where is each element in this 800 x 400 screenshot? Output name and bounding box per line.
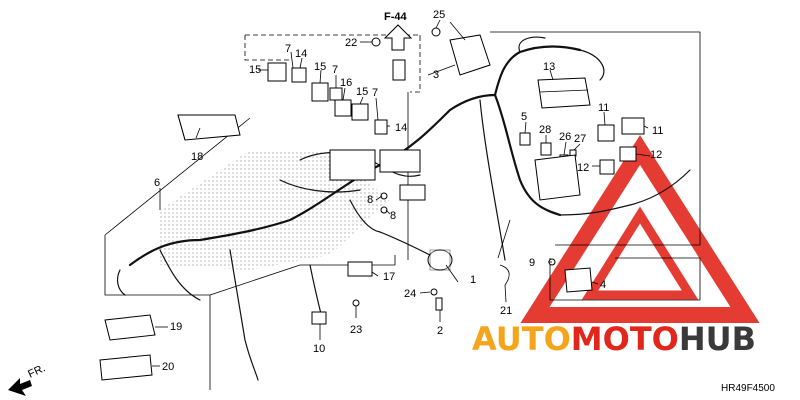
main-harness <box>116 36 691 381</box>
watermark-triangle <box>520 135 760 323</box>
label-part-16: 16 <box>340 77 352 89</box>
label-part-7a: 7 <box>285 43 291 55</box>
label-part-19: 19 <box>170 321 182 333</box>
label-part-8b: 8 <box>390 210 396 222</box>
label-part-6: 6 <box>154 177 160 189</box>
label-part-8a: 8 <box>367 194 373 206</box>
label-part-21: 21 <box>500 305 512 317</box>
label-part-1: 1 <box>470 274 476 286</box>
label-part-2: 2 <box>437 325 443 337</box>
label-part-18: 18 <box>191 151 203 163</box>
label-part-15a: 15 <box>249 64 261 76</box>
label-part-15b: 15 <box>314 61 326 73</box>
label-part-25: 25 <box>433 9 445 21</box>
label-part-10: 10 <box>313 343 325 355</box>
front-direction-arrow <box>8 378 32 396</box>
label-part-26: 26 <box>559 131 571 143</box>
label-part-23: 23 <box>350 324 362 336</box>
label-part-11b: 11 <box>652 125 663 137</box>
leader-lines <box>152 19 651 367</box>
front-direction-label: FR. <box>26 362 47 380</box>
label-part-4: 4 <box>600 279 606 291</box>
label-part-13: 13 <box>543 61 555 73</box>
label-part-11a: 11 <box>598 102 609 114</box>
watermark-hub: HUB <box>679 320 756 358</box>
group-outlines <box>104 31 701 390</box>
reference-arrow-label: F-44 <box>384 11 408 23</box>
label-part-7c: 7 <box>372 87 378 99</box>
label-part-15c: 15 <box>356 86 368 98</box>
watermark-moto: MOTO <box>571 320 679 358</box>
label-part-3: 3 <box>433 69 439 81</box>
label-part-9: 9 <box>529 257 535 269</box>
label-part-28: 28 <box>539 124 551 136</box>
label-part-20: 20 <box>162 361 174 373</box>
diagram-code: HR49F4500 <box>721 383 775 394</box>
svg-text:AUTOMOTOHUB: AUTOMOTOHUB <box>472 320 756 358</box>
label-part-7b: 7 <box>332 64 338 76</box>
label-part-12a: 12 <box>577 162 589 174</box>
label-part-22: 22 <box>345 37 357 49</box>
watermark-brand: AUTOMOTOHUB <box>472 320 756 358</box>
watermark-auto: AUTO <box>472 320 571 358</box>
label-part-5: 5 <box>521 111 527 123</box>
label-part-17: 17 <box>383 271 395 283</box>
label-part-12b: 12 <box>650 149 662 161</box>
label-part-27: 27 <box>574 133 586 145</box>
part-labels: 25 22 3 7 14 15 15 7 16 15 7 14 18 6 8 8… <box>26 9 775 394</box>
label-part-14b: 14 <box>395 122 407 134</box>
label-part-24: 24 <box>404 288 416 300</box>
label-part-14a: 14 <box>295 48 307 60</box>
